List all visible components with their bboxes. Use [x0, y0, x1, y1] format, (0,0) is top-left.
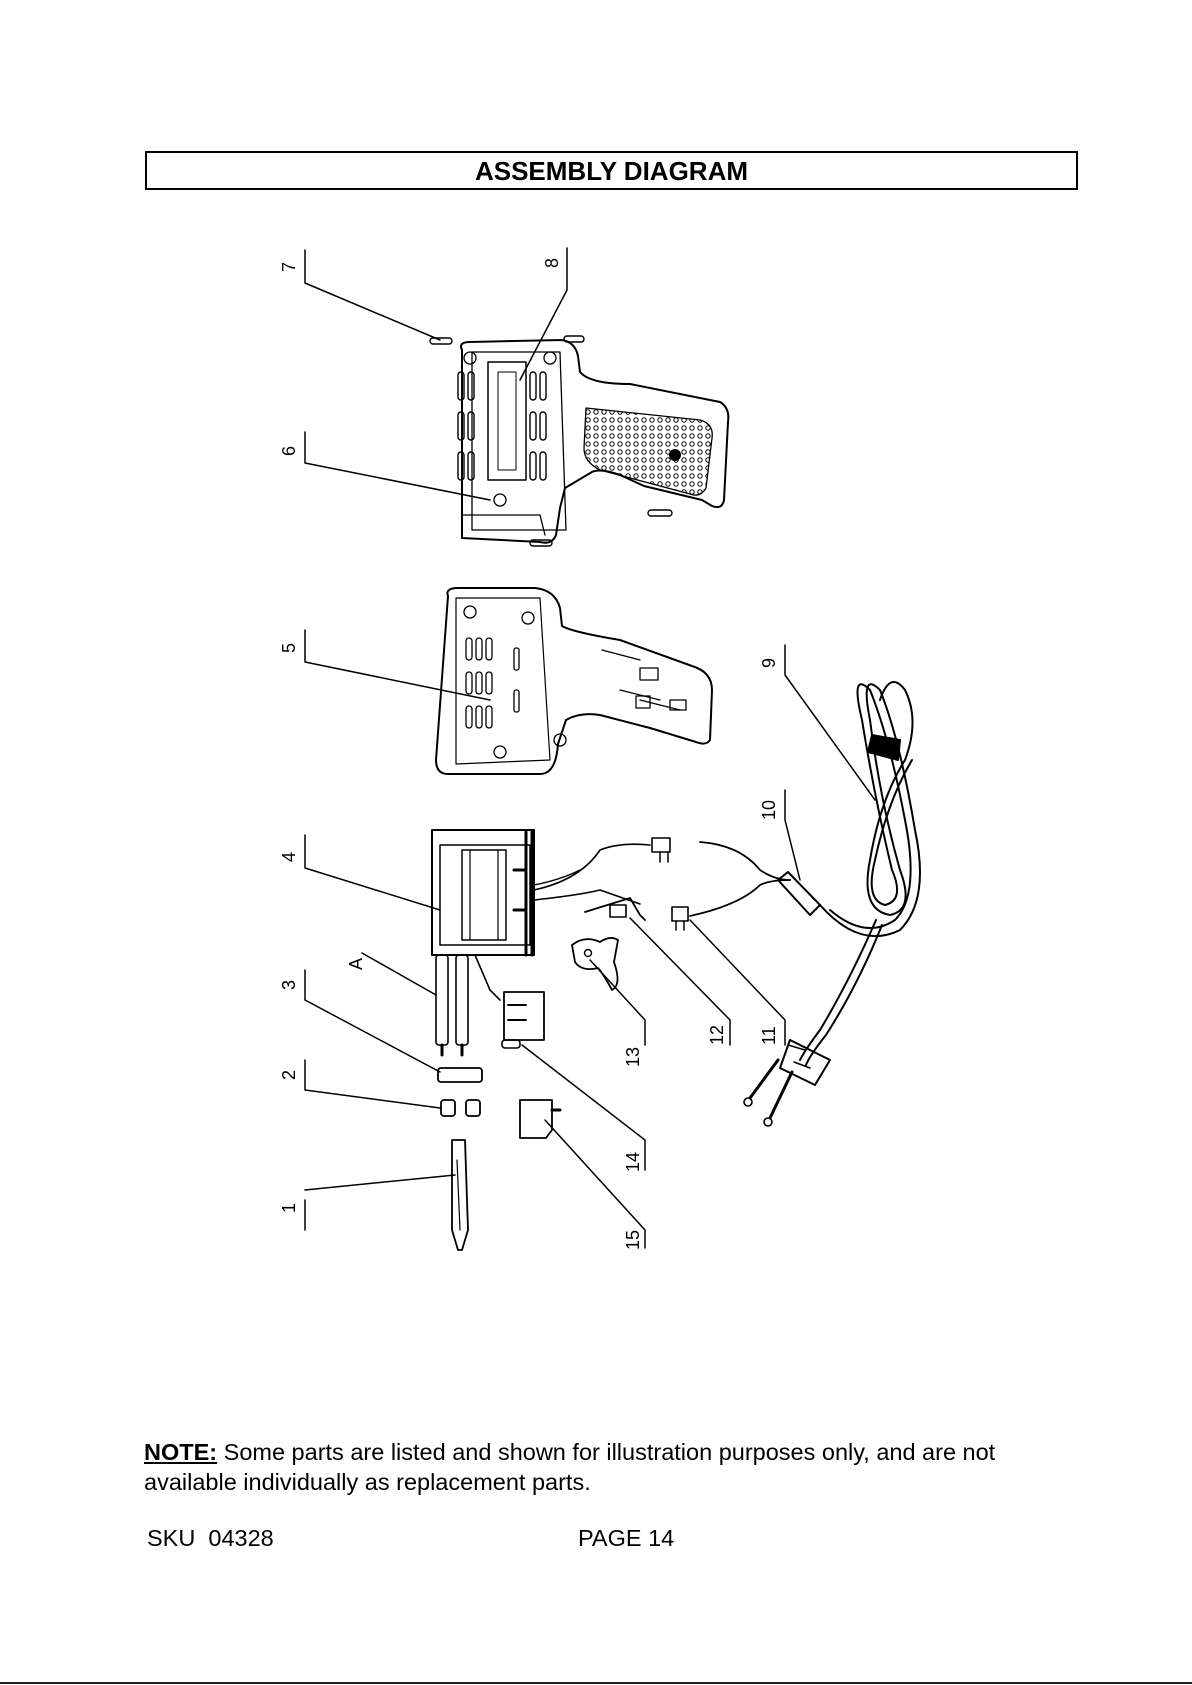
part-label-a: A [346, 958, 366, 970]
part-label-5: 5 [279, 643, 299, 653]
part-label-2: 2 [279, 1070, 299, 1080]
part-label-13: 13 [623, 1047, 643, 1067]
power-cord-coil [820, 682, 920, 936]
clamp-3 [438, 1068, 482, 1082]
plug [744, 1040, 830, 1126]
transformer-4 [432, 830, 534, 955]
tip-1 [452, 1140, 468, 1250]
nut-2b [466, 1100, 480, 1116]
housing-half-5 [436, 588, 712, 774]
note-label: NOTE: [144, 1439, 217, 1465]
part-label-11: 11 [759, 1026, 779, 1045]
part-label-1: 1 [279, 1203, 299, 1213]
part-label-6: 6 [279, 446, 299, 456]
leader-5 [305, 630, 490, 700]
cap-15 [520, 1100, 552, 1138]
part-label-9: 9 [759, 658, 779, 668]
screw-grip [648, 510, 672, 516]
part-label-7: 7 [279, 262, 299, 272]
screw-14 [502, 1040, 520, 1048]
part-label-10: 10 [759, 800, 779, 820]
footer-page-number: PAGE 14 [578, 1525, 674, 1552]
handle-cover-shell [458, 340, 728, 543]
part-label-14: 14 [623, 1152, 643, 1172]
part-label-4: 4 [279, 852, 299, 862]
part-label-3: 3 [279, 980, 299, 990]
note-text: Some parts are listed and shown for illu… [144, 1439, 995, 1495]
part-label-15: 15 [623, 1230, 643, 1250]
nut-2a [441, 1100, 455, 1116]
bottom-rule [0, 1682, 1192, 1684]
footer-sku: SKU 04328 [147, 1525, 274, 1552]
part-label-8: 8 [542, 258, 562, 268]
note-paragraph: NOTE: Some parts are listed and shown fo… [144, 1437, 1064, 1497]
screw-7 [430, 338, 452, 344]
heating-elements [436, 955, 544, 1055]
part-label-12: 12 [707, 1025, 727, 1045]
